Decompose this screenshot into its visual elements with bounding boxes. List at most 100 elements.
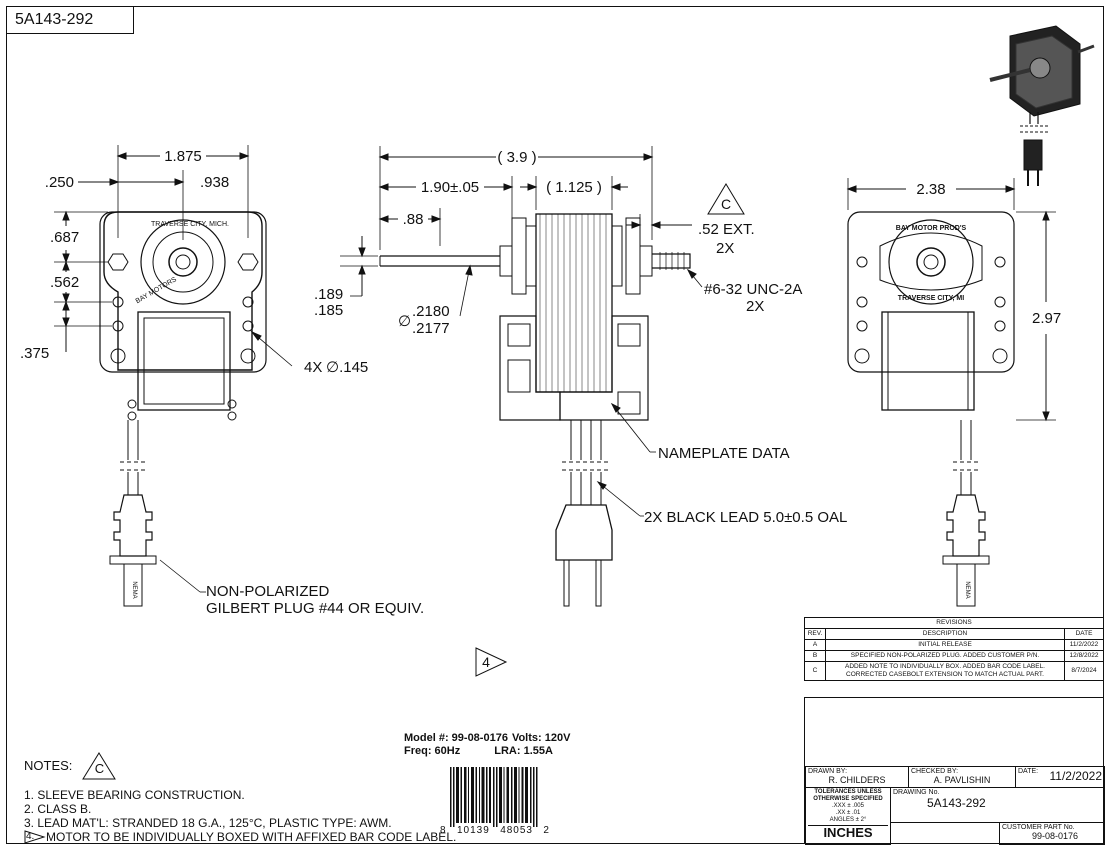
table-row: A INITIAL RELEASE 11/2/2022	[804, 639, 1104, 651]
dim-1875: 1.875	[164, 148, 202, 165]
drawn-by-label: DRAWN BY:	[808, 768, 848, 775]
rev-c-flag-triangle	[707, 183, 745, 215]
isometric-view	[989, 25, 1095, 186]
model-lra: LRA: 1.55A	[494, 745, 553, 757]
barcode-digit-3: 48053	[500, 825, 533, 836]
notes-header: NOTES: C	[24, 752, 456, 780]
barcode-digit-2: 10139	[456, 825, 490, 836]
notes-rev-flag-letter: C	[94, 761, 105, 776]
checked-by-value: A. PAVLISHIN	[933, 775, 991, 785]
note-4-flag-triangle	[475, 647, 508, 677]
dim-1125: ( 1.125 )	[546, 179, 602, 196]
dim-thread-qty: 2X	[746, 298, 764, 315]
shaft-diameter-symbol: ∅	[398, 313, 411, 330]
rear-motor-label-bottom: TRAVERSE CITY, MI	[898, 295, 964, 302]
model-number: Model #: 99-08-0176	[404, 732, 508, 744]
note-2: 2. CLASS B.	[24, 802, 92, 816]
front-view	[99, 211, 267, 607]
rev-a-letter: A	[804, 639, 826, 651]
rev-c-date: 8/7/2024	[1064, 661, 1104, 681]
revisions-table: REVISIONS REV. DESCRIPTION DATE A INITIA…	[804, 617, 1104, 681]
dim-52-qty: 2X	[716, 240, 734, 257]
rev-a-date: 11/2/2022	[1064, 639, 1104, 651]
nameplate-callout: NAMEPLATE DATA	[658, 445, 790, 462]
rear-dimensions	[846, 178, 1056, 422]
rear-view	[847, 211, 1015, 607]
dim-88: .88	[403, 211, 424, 228]
note-4-flag-number: 4	[482, 654, 490, 670]
tol-line2: OTHERWISE SPECIFIED	[813, 796, 883, 802]
plug-callout-line1: NON-POLARIZED	[206, 583, 330, 600]
drawing-no-value: 5A143-292	[927, 796, 986, 810]
customer-pn-label: CUSTOMER PART No.	[1002, 824, 1075, 831]
date-value: 11/2/2022	[1049, 769, 1103, 783]
barcode-digit-4: 2	[543, 825, 550, 836]
tol-line1: TOLERANCES UNLESS	[814, 789, 882, 795]
tol-xxx: .XXX ± .005	[832, 803, 864, 809]
rev-c-desc: ADDED NOTE TO INDIVIDUALLY BOX. ADDED BA…	[825, 661, 1065, 681]
drawn-by-value: R. CHILDERS	[828, 775, 886, 785]
revisions-title: REVISIONS	[804, 617, 1104, 629]
dim-687: .687	[50, 229, 79, 246]
model-volts: Volts: 120V	[511, 732, 571, 744]
part-number-box: 5A143-292	[6, 6, 134, 34]
dim-562: .562	[50, 274, 79, 291]
checked-by-label: CHECKED BY:	[911, 768, 959, 775]
table-row: C ADDED NOTE TO INDIVIDUALLY BOX. ADDED …	[804, 661, 1104, 681]
dim-190: 1.90±.05	[421, 179, 479, 196]
note-4: 4. MOTOR TO BE INDIVIDUALLY BOXED WITH A…	[24, 830, 456, 844]
rev-c-flag-letter: C	[721, 196, 731, 212]
note-4-flag: 4.	[24, 830, 46, 844]
date-cell: DATE: 11/2/2022	[1015, 766, 1105, 788]
front-motor-label-top: TRAVERSE CITY, MICH.	[151, 221, 229, 228]
dim-holes-qty: 4X	[304, 359, 322, 376]
front-dimensions	[54, 145, 293, 593]
dim-238: 2.38	[916, 181, 945, 198]
title-block: DRAWN BY: R. CHILDERS CHECKED BY: A. PAV…	[804, 697, 1105, 845]
plug-mark-rear: NEMA	[964, 581, 970, 598]
note-1: 1. SLEEVE BEARING CONSTRUCTION.	[24, 788, 245, 802]
dim-938: .938	[200, 174, 229, 191]
dim-375: .375	[20, 345, 49, 362]
rev-header-date: DATE	[1064, 628, 1104, 640]
dim-52: .52 EXT.	[698, 221, 755, 238]
notes-title: NOTES:	[24, 758, 73, 773]
barcode-digit-1: 8	[440, 825, 447, 836]
tol-angles: ANGLES ± 2°	[829, 817, 867, 823]
rev-header-description: DESCRIPTION	[825, 628, 1065, 640]
rev-a-desc: INITIAL RELEASE	[825, 639, 1065, 651]
customer-pn-cell: CUSTOMER PART No. 99-08-0176	[999, 822, 1105, 845]
rev-b-date: 12/8/2022	[1064, 650, 1104, 662]
drawn-by-cell: DRAWN BY: R. CHILDERS	[805, 766, 909, 788]
dim-185: .185	[314, 302, 343, 319]
drawing-no-label: DRAWING No.	[893, 789, 940, 796]
table-row: B SPECIFIED NON-POLARIZED PLUG. ADDED CU…	[804, 650, 1104, 662]
dim-189: .189	[314, 286, 343, 303]
front-motor-label-bottom: BAY MOTORS	[135, 276, 179, 305]
model-freq: Freq: 60Hz	[404, 745, 461, 757]
rev-b-letter: B	[804, 650, 826, 662]
plug-mark-front: NEMA	[131, 581, 137, 598]
dim-250: .250	[45, 174, 74, 191]
checked-by-cell: CHECKED BY: A. PAVLISHIN	[908, 766, 1016, 788]
note-4-flag-number: 4.	[26, 831, 35, 842]
note-4-text: MOTOR TO BE INDIVIDUALLY BOXED WITH AFFI…	[46, 830, 457, 844]
dim-shaft-hi: .2180	[412, 303, 450, 320]
notes-section: NOTES: C 1. SLEEVE BEARING CONSTRUCTION.…	[24, 752, 456, 844]
customer-pn-value: 99-08-0176	[1031, 831, 1078, 841]
barcode	[450, 767, 538, 827]
tolerances-cell: TOLERANCES UNLESS OTHERWISE SPECIFIED .X…	[805, 787, 891, 845]
barcode-digits: 8 10139 48053 2	[440, 825, 550, 836]
dim-39: ( 3.9 )	[497, 149, 536, 166]
rev-c-letter: C	[804, 661, 826, 681]
rev-b-desc: SPECIFIED NON-POLARIZED PLUG. ADDED CUST…	[825, 650, 1065, 662]
tol-xx: .XX ± .01	[835, 810, 861, 816]
dim-thread: #6-32 UNC-2A	[704, 281, 802, 298]
dim-297: 2.97	[1032, 310, 1061, 327]
drawing-no-cell: DRAWING No. 5A143-292	[890, 787, 1105, 823]
rev-header-rev: REV.	[804, 628, 826, 640]
units: INCHES	[808, 825, 888, 840]
side-view	[379, 213, 691, 607]
